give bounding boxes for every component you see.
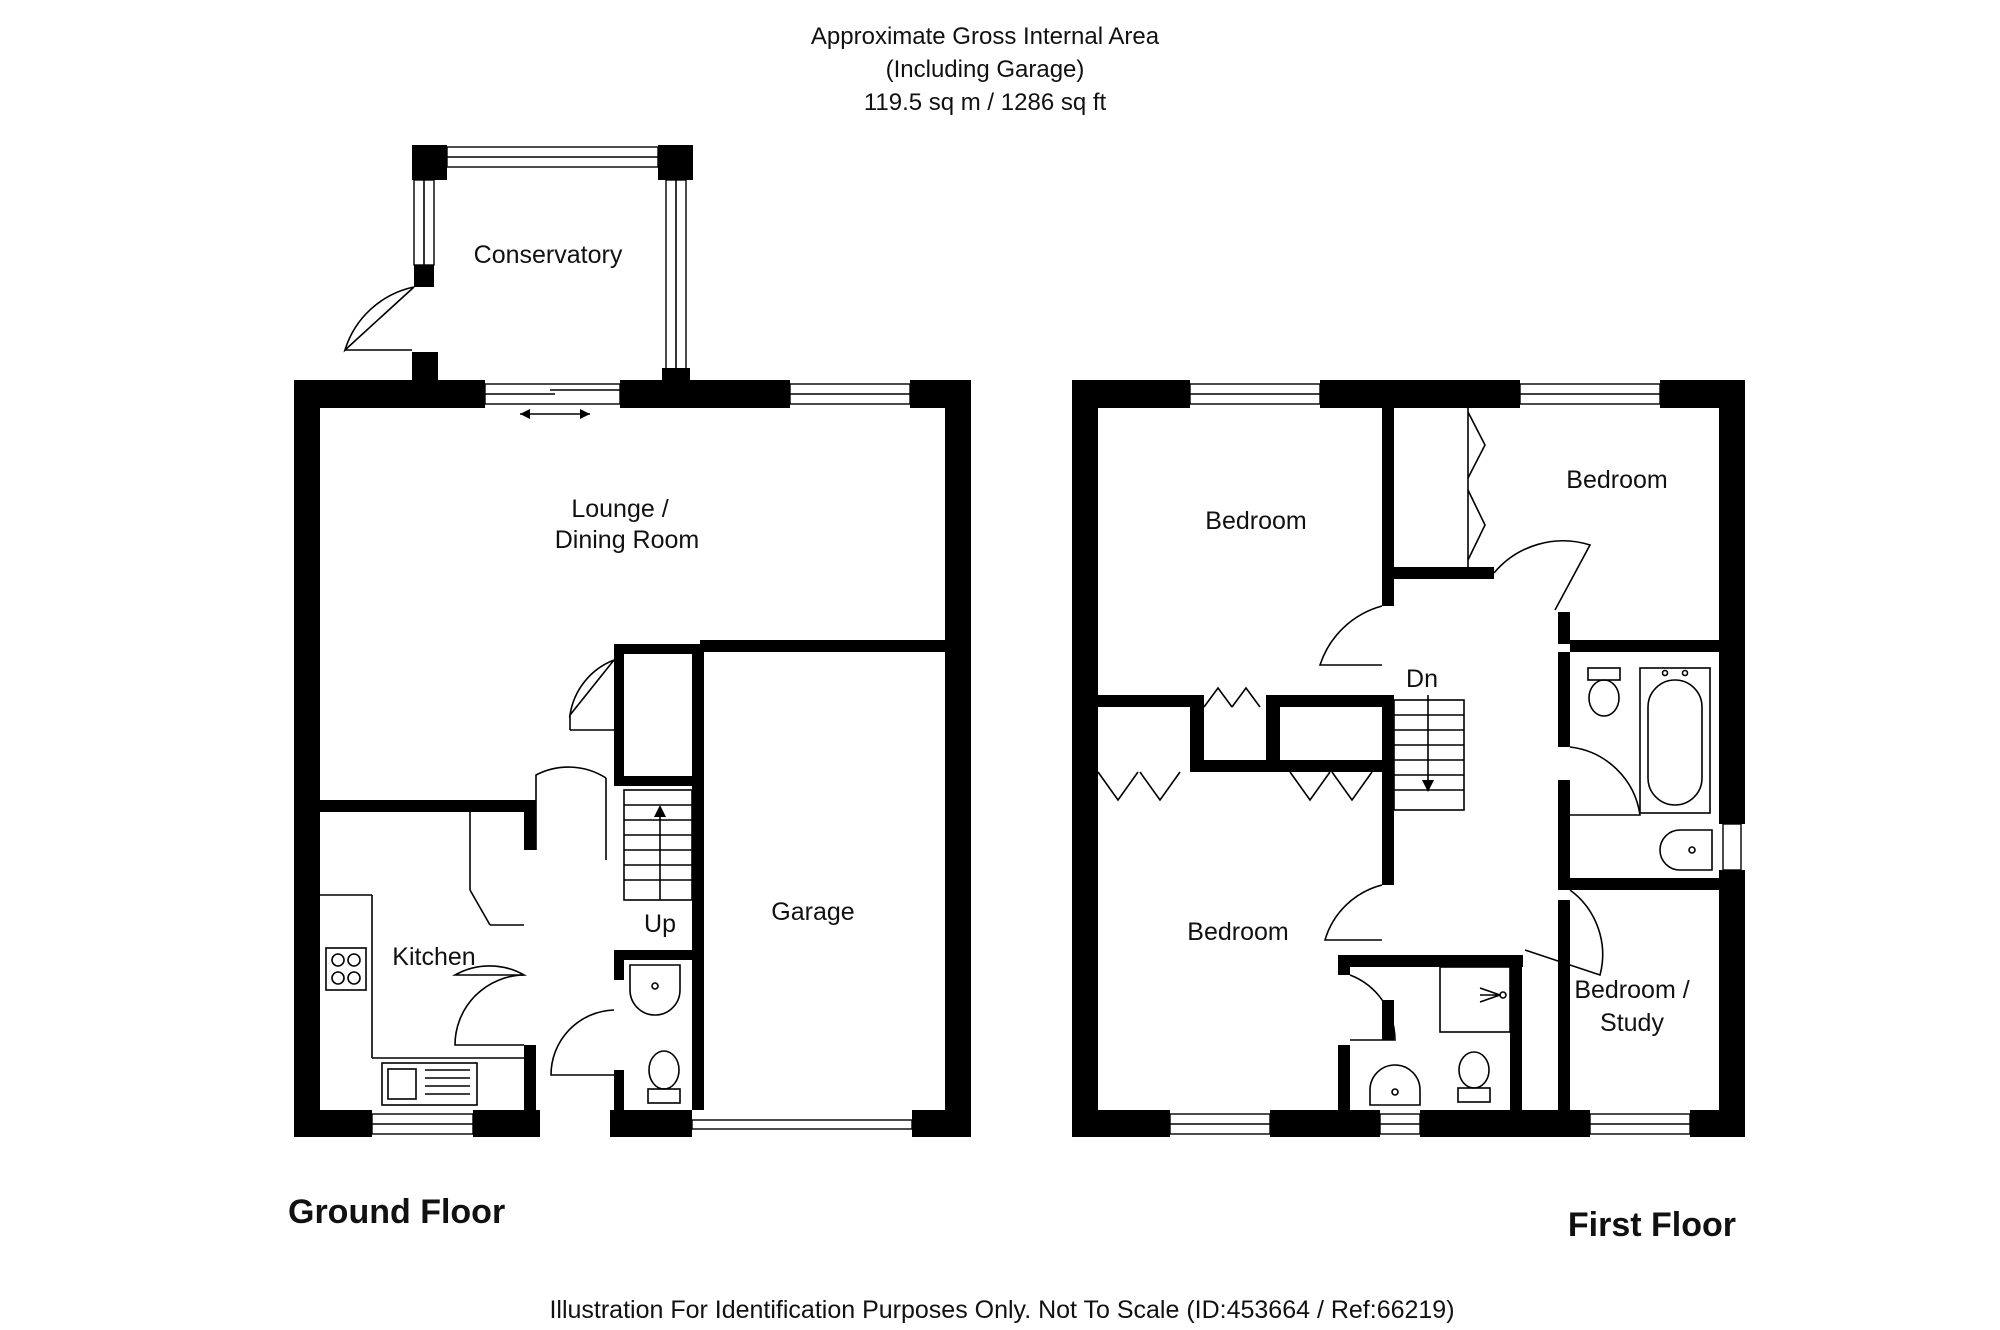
bedroom-front-left-door-swing bbox=[1318, 605, 1383, 666]
kitchen-units bbox=[320, 812, 524, 1059]
header-line-3: 119.5 sq m / 1286 sq ft bbox=[864, 89, 1107, 116]
area-header: Approximate Gross Internal Area (Includi… bbox=[811, 23, 1160, 116]
lounge-label-line-2: Dining Room bbox=[555, 526, 700, 554]
bedroom-front-left-label: Bedroom bbox=[1205, 507, 1306, 535]
conservatory-door-swing bbox=[343, 286, 415, 353]
hall-door-swing bbox=[535, 766, 607, 850]
conservatory-walls bbox=[343, 145, 693, 380]
bedroom-rear-door-swing bbox=[1323, 884, 1383, 941]
shower-tray-icon bbox=[1439, 966, 1511, 1033]
first-floor-outer-walls bbox=[1072, 380, 1745, 1137]
ground-floor-stairs bbox=[623, 789, 693, 901]
bathroom-window bbox=[1722, 823, 1742, 871]
bathroom-toilet-icon bbox=[1587, 667, 1621, 717]
shower-room-basin-icon bbox=[1369, 1064, 1421, 1106]
garage-label: Garage bbox=[771, 898, 854, 926]
bedroom-rear-label: Bedroom bbox=[1187, 918, 1288, 946]
header-line-1: Approximate Gross Internal Area bbox=[811, 23, 1160, 50]
cloakroom-toilet-icon bbox=[647, 1050, 681, 1104]
shower-room-toilet-icon bbox=[1457, 1051, 1491, 1103]
study-label-line-1: Bedroom / bbox=[1574, 976, 1689, 1004]
lounge-label-line-1: Lounge / bbox=[571, 495, 668, 523]
kitchen-door-swing bbox=[451, 965, 528, 976]
first-floor-interior-walls bbox=[1098, 408, 1719, 1110]
study-door-swing bbox=[1524, 889, 1604, 977]
wc-door-swing bbox=[550, 1009, 615, 1076]
stairs-down-label: Dn bbox=[1406, 665, 1438, 693]
bathroom-door-swing bbox=[1569, 746, 1641, 816]
shower-room-door-swing bbox=[1349, 974, 1396, 1041]
hob-icon bbox=[325, 947, 367, 991]
cloakroom-basin-icon bbox=[629, 964, 681, 1016]
study-label-line-2: Study bbox=[1600, 1009, 1664, 1037]
first-floor-plan: Bedroom Bedroom Bedroom Bedroom / Study … bbox=[1072, 380, 1745, 1244]
header-line-2: (Including Garage) bbox=[886, 56, 1085, 83]
ground-floor-interior-walls bbox=[320, 640, 945, 1110]
garage-door bbox=[691, 1119, 913, 1130]
bedroom-front-right-label: Bedroom bbox=[1566, 466, 1667, 494]
first-floor-title: First Floor bbox=[1568, 1206, 1736, 1244]
kitchen-label: Kitchen bbox=[392, 943, 475, 971]
ground-floor-outer-walls bbox=[294, 380, 971, 1137]
bedroom-wardrobe-doors-left bbox=[1097, 771, 1181, 802]
bath-icon bbox=[1639, 667, 1711, 814]
store-door-swing bbox=[568, 659, 615, 718]
bedroom-wardrobe-doors-right bbox=[1289, 771, 1373, 802]
first-floor-stairs bbox=[1393, 695, 1465, 811]
disclaimer-text: Illustration For Identification Purposes… bbox=[549, 1296, 1454, 1324]
kitchen-sink-icon bbox=[381, 1062, 478, 1106]
conservatory-label: Conservatory bbox=[474, 241, 623, 269]
ground-floor-plan: Conservatory Lounge / Dining Room Kitche… bbox=[288, 145, 971, 1231]
bathroom-basin-icon bbox=[1659, 829, 1713, 871]
stairs-up-label: Up bbox=[644, 910, 676, 938]
ground-floor-title: Ground Floor bbox=[288, 1193, 505, 1231]
airing-cupboard-doors bbox=[1203, 686, 1261, 708]
bedroom-front-right-door-swing bbox=[1493, 540, 1592, 611]
wardrobe-doors bbox=[1467, 408, 1486, 567]
lounge-sliding-door bbox=[484, 383, 621, 419]
